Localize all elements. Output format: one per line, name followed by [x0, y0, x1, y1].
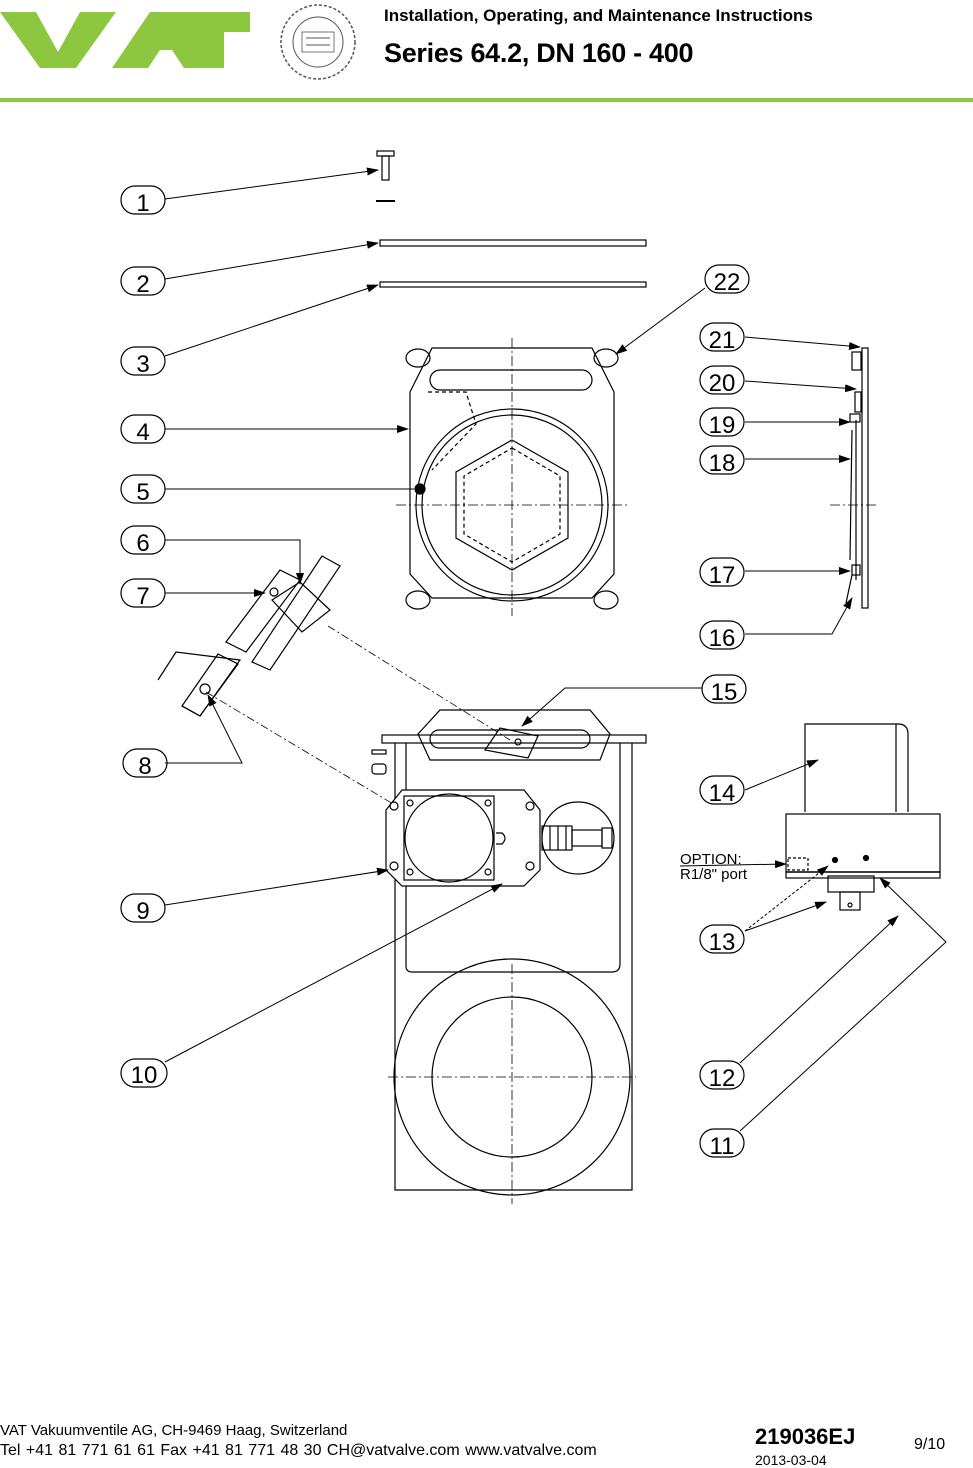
callout-15: 15	[701, 674, 747, 706]
svg-text:16: 16	[709, 625, 736, 652]
svg-text:13: 13	[709, 929, 736, 956]
callout-4: 4	[120, 414, 166, 446]
callout-9: 9	[120, 893, 166, 925]
callout-22: 22	[704, 264, 750, 296]
callout-12: 12	[699, 1060, 745, 1092]
svg-text:2: 2	[136, 271, 149, 298]
svg-text:17: 17	[709, 562, 736, 589]
header-divider	[0, 98, 973, 102]
svg-text:18: 18	[709, 450, 736, 477]
document-subtitle: Installation, Operating, and Maintenance…	[384, 6, 813, 25]
svg-text:19: 19	[709, 412, 736, 439]
svg-text:6: 6	[136, 530, 149, 557]
svg-text:12: 12	[709, 1065, 736, 1092]
svg-text:3: 3	[136, 351, 149, 378]
document-number: 219036EJ	[755, 1424, 856, 1449]
svg-text:14: 14	[709, 780, 736, 807]
svg-text:21: 21	[709, 327, 736, 354]
document-title: Series 64.2, DN 160 - 400	[384, 38, 694, 68]
actuator-side-view	[785, 723, 941, 911]
svg-text:8: 8	[138, 753, 151, 780]
footer-address: VAT Vakuumventile AG, CH-9469 Haag, Swit…	[0, 1422, 348, 1439]
callout-1: 1	[120, 185, 166, 217]
callout-18: 18	[699, 445, 745, 477]
callout-21: 21	[699, 322, 745, 354]
svg-text:1: 1	[136, 190, 149, 217]
valve-body	[371, 709, 647, 1204]
exploded-view-drawing: 1 2 3 4 5 6 7 8 9 10 11 12 13 14 15 16 1…	[120, 150, 947, 1204]
callout-11: 11	[699, 1128, 745, 1160]
callout-13: 13	[699, 924, 745, 956]
svg-text:15: 15	[711, 679, 738, 706]
callout-10: 10	[120, 1058, 168, 1089]
callout-16: 16	[699, 620, 745, 652]
iso-certification-seal	[280, 4, 356, 80]
svg-text:11: 11	[710, 1133, 735, 1160]
callout-20: 20	[699, 365, 745, 397]
document-date: 2013-03-04	[755, 1452, 827, 1468]
svg-text:5: 5	[136, 479, 149, 506]
page-number: 9/10	[914, 1436, 946, 1453]
callout-6: 6	[120, 525, 166, 557]
callout-8: 8	[122, 748, 168, 780]
svg-text:22: 22	[714, 269, 741, 296]
callout-5: 5	[120, 474, 166, 506]
callout-2: 2	[120, 266, 166, 298]
callout-14: 14	[699, 775, 745, 807]
svg-text:7: 7	[136, 583, 149, 610]
vat-logo	[0, 12, 250, 68]
svg-text:10: 10	[131, 1062, 158, 1089]
svg-text:4: 4	[136, 419, 149, 446]
strip-part-3	[379, 281, 647, 288]
footer-contact: Tel +41 81 771 61 61 Fax +41 81 771 48 3…	[0, 1442, 597, 1459]
callout-7: 7	[120, 578, 166, 610]
option-port-label: R1/8" port	[680, 866, 748, 883]
strip-part-2	[379, 239, 647, 247]
callout-17: 17	[699, 557, 745, 589]
bonnet-plate	[396, 338, 628, 616]
valve-side-view	[830, 347, 878, 609]
callout-3: 3	[120, 346, 166, 378]
callout-19: 19	[699, 407, 745, 439]
svg-text:9: 9	[136, 898, 149, 925]
svg-text:20: 20	[709, 370, 736, 397]
option-label: OPTION:	[680, 851, 742, 868]
screw-part	[376, 150, 395, 202]
